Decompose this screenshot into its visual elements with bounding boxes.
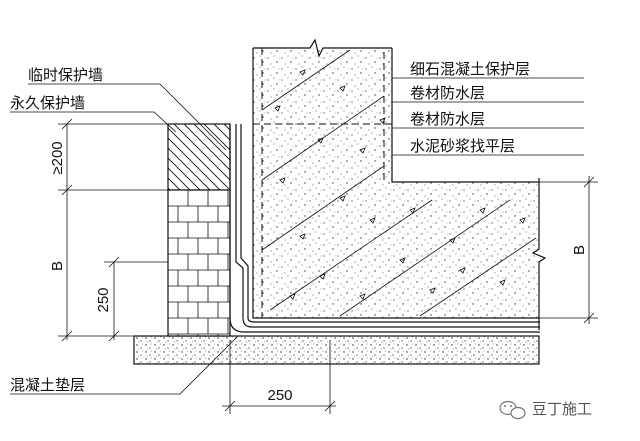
aggregate-mark	[339, 195, 346, 202]
aggregate-mark	[519, 217, 526, 224]
permanent-brick-wall	[167, 189, 231, 337]
watermark-text: 豆丁施工	[532, 400, 592, 418]
temporary-protection-wall	[167, 123, 231, 191]
aggregate-mark	[279, 177, 286, 184]
label-concrete-cushion: 混凝土垫层	[10, 376, 85, 394]
aggregate-mark	[317, 137, 324, 144]
aggregate-mark	[359, 293, 366, 300]
concrete-cushion	[133, 335, 540, 365]
aggregate-mark	[369, 217, 376, 224]
label-membrane-layer-1: 卷材防水层	[410, 84, 485, 102]
label-membrane-layer-2: 卷材防水层	[410, 110, 485, 128]
label-perm-wall: 永久保护墙	[10, 94, 85, 112]
right-break-mark	[531, 178, 547, 330]
leader-lines	[10, 77, 584, 395]
dim-left-b: B	[49, 261, 66, 271]
dim-bottom-250: 250	[267, 387, 292, 404]
structural-concrete	[252, 38, 539, 319]
wechat-icon	[499, 400, 526, 420]
waterproof-layers	[229, 124, 540, 333]
concrete-hatch-line	[339, 199, 511, 317]
aggregate-mark	[449, 237, 456, 244]
label-screed-layer: 水泥砂浆找平层	[410, 137, 515, 155]
aggregate-mark	[299, 233, 306, 240]
concrete-hatch-line	[261, 49, 351, 111]
dim-top-left: ≥200	[49, 141, 66, 174]
aggregate-mark	[289, 293, 296, 300]
left-dimension-lines	[58, 118, 168, 342]
dashed-lines	[253, 48, 392, 318]
watermark: 豆丁施工	[499, 400, 592, 420]
dim-right-b: B	[571, 245, 588, 255]
aggregate-mark	[359, 147, 366, 154]
aggregate-mark	[339, 85, 346, 92]
aggregate-mark	[319, 273, 326, 280]
concrete-hatch-line	[419, 237, 537, 317]
aggregate-mark	[409, 207, 416, 214]
right-dimension-lines	[539, 176, 598, 324]
label-temp-wall: 临时保护墙	[28, 66, 103, 84]
aggregate-mark	[459, 267, 466, 274]
concrete-hatch-line	[261, 165, 385, 251]
bottom-dimension-lines	[222, 340, 336, 414]
aggregate-mark	[429, 287, 436, 294]
aggregate-mark	[274, 105, 281, 112]
aggregate-mark	[399, 257, 406, 264]
aggregate-mark	[299, 69, 306, 76]
dim-left-250: 250	[95, 287, 112, 312]
concrete-hatch-line	[269, 199, 433, 311]
aggregate-mark	[499, 279, 506, 286]
label-concrete-protection-layer: 细石混凝土保护层	[410, 60, 530, 78]
aggregate-mark	[479, 207, 486, 214]
